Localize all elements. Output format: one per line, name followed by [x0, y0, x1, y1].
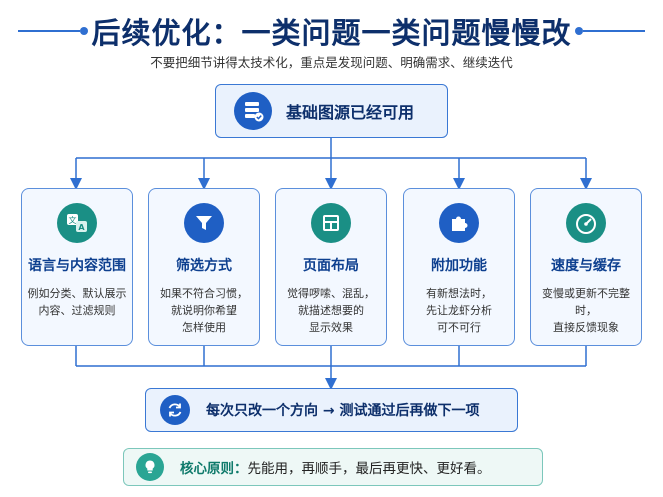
- title-dot-right: [575, 27, 583, 35]
- card-speed-cache: 速度与缓存 变慢或更新不完整时， 直接反馈现象: [530, 188, 642, 346]
- card-desc: 有新想法时， 先让龙虾分析 可不可行: [426, 287, 492, 334]
- core-label-rest: 先能用，再顺手，最后再更快、更好看。: [247, 461, 491, 477]
- title-dot-left: [80, 27, 88, 35]
- card-title: 页面布局: [303, 258, 359, 274]
- card-title: 语言与内容范围: [28, 258, 126, 274]
- translate-icon: 文 A: [57, 203, 97, 243]
- refresh-icon: [160, 395, 190, 425]
- filter-icon: [184, 203, 224, 243]
- svg-text:A: A: [78, 223, 85, 232]
- iteration-step: 每次只改一个方向 → 测试通过后再做下一项: [145, 388, 518, 432]
- page-subtitle: 不要把细节讲得太技术化，重点是发现问题、明确需求、继续迭代: [150, 55, 513, 70]
- speedometer-icon: [566, 203, 606, 243]
- card-extra-features: 附加功能 有新想法时， 先让龙虾分析 可不可行: [403, 188, 515, 346]
- step-label: 每次只改一个方向 → 测试通过后再做下一项: [206, 403, 480, 419]
- card-desc: 变慢或更新不完整时， 直接反馈现象: [542, 287, 630, 334]
- core-principle: 核心原则：先能用，再顺手，最后再更快、更好看。: [123, 448, 543, 486]
- page-title: 后续优化：一类问题一类问题慢慢改: [91, 16, 572, 50]
- title-line-right: [583, 30, 645, 32]
- card-title: 筛选方式: [176, 258, 232, 274]
- card-filter-method: 筛选方式 如果不符合习惯， 就说明你希望 怎样使用: [148, 188, 260, 346]
- puzzle-icon: [439, 203, 479, 243]
- card-desc: 例如分类、默认展示 内容、过滤规则: [27, 287, 127, 317]
- card-desc: 觉得啰嗦、混乱， 就描述想要的 显示效果: [287, 287, 375, 334]
- server-check-icon: [234, 92, 272, 130]
- svg-text:文: 文: [69, 215, 77, 225]
- root-label: 基础图源已经可用: [286, 103, 415, 122]
- layout-icon: [311, 203, 351, 243]
- card-desc: 如果不符合习惯， 就说明你希望 怎样使用: [160, 287, 248, 334]
- card-title: 附加功能: [431, 258, 487, 274]
- root-node: 基础图源已经可用: [215, 84, 448, 138]
- title-line-left: [18, 30, 80, 32]
- core-label: 核心原则：先能用，再顺手，最后再更快、更好看。: [180, 457, 491, 477]
- card-title: 速度与缓存: [551, 258, 621, 274]
- core-label-strong: 核心原则：: [180, 461, 248, 477]
- card-page-layout: 页面布局 觉得啰嗦、混乱， 就描述想要的 显示效果: [275, 188, 387, 346]
- lightbulb-icon: [136, 453, 164, 481]
- card-language-scope: 文 A 语言与内容范围 例如分类、默认展示 内容、过滤规则: [21, 188, 133, 346]
- title-row: 后续优化：一类问题一类问题慢慢改: [0, 8, 663, 52]
